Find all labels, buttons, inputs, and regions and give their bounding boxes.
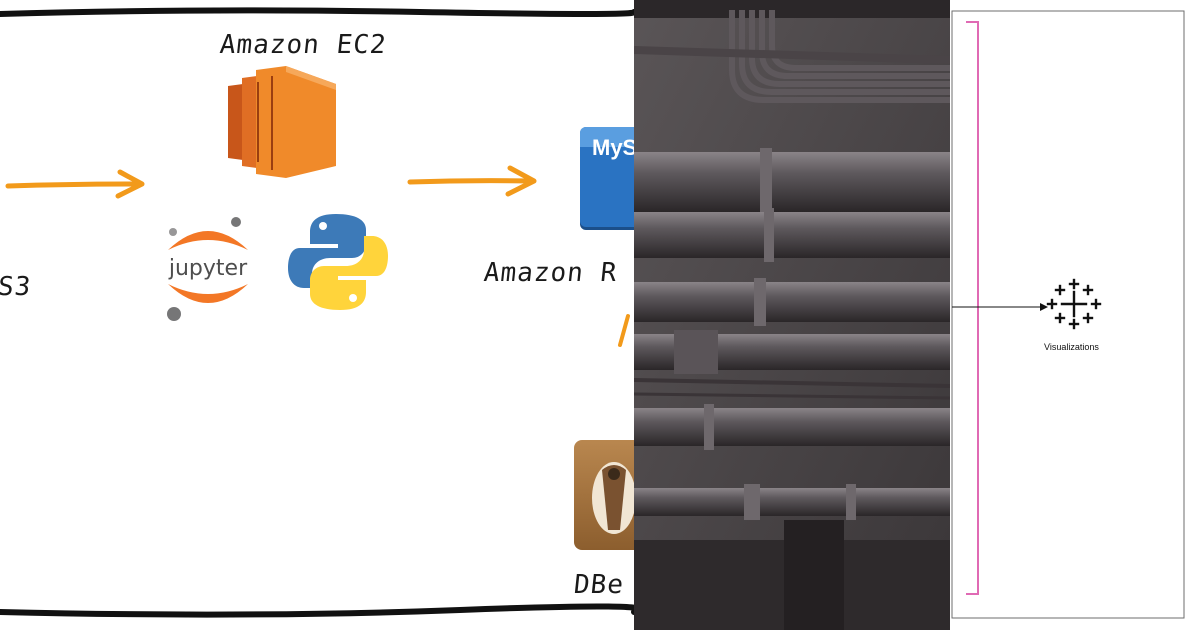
arrow-s3-to-ec2 — [5, 169, 145, 199]
pipe-5 — [634, 404, 950, 450]
mysql-text: MyS — [592, 135, 634, 160]
rds-label: Amazon R — [482, 258, 619, 288]
pipe-2 — [634, 208, 950, 262]
s3-label: S3 — [0, 272, 33, 302]
pipe-6 — [634, 484, 950, 520]
arrow-dbeaver-to-rds — [618, 314, 630, 347]
group-bracket — [966, 21, 979, 595]
dbeaver-label: DBe — [572, 570, 626, 600]
ec2-icon — [228, 66, 336, 178]
pipe-3 — [634, 278, 950, 326]
ec2-label: Amazon EC2 — [218, 30, 389, 60]
visualizations-label: Visualizations — [1044, 342, 1099, 352]
pipe-4 — [634, 330, 950, 374]
pipe-1 — [634, 148, 950, 216]
diagram-frame — [951, 10, 1185, 619]
tableau-icon — [1046, 278, 1102, 330]
sketch-frame — [0, 7, 634, 618]
jupyter-logo: jupyter — [167, 217, 248, 321]
arrow-ec2-to-rds — [407, 165, 537, 197]
pipeline-diagram-panel: Amazon EC2 S3 Amazon R DBe jupyter MyS — [0, 7, 634, 618]
dbeaver-icon — [574, 440, 634, 550]
pipes-photo — [634, 0, 950, 630]
visualization-diagram-panel: Visualizations — [950, 0, 1200, 630]
mysql-icon: MyS — [580, 127, 634, 227]
jupyter-text: jupyter — [168, 256, 248, 281]
python-logo — [288, 214, 388, 310]
